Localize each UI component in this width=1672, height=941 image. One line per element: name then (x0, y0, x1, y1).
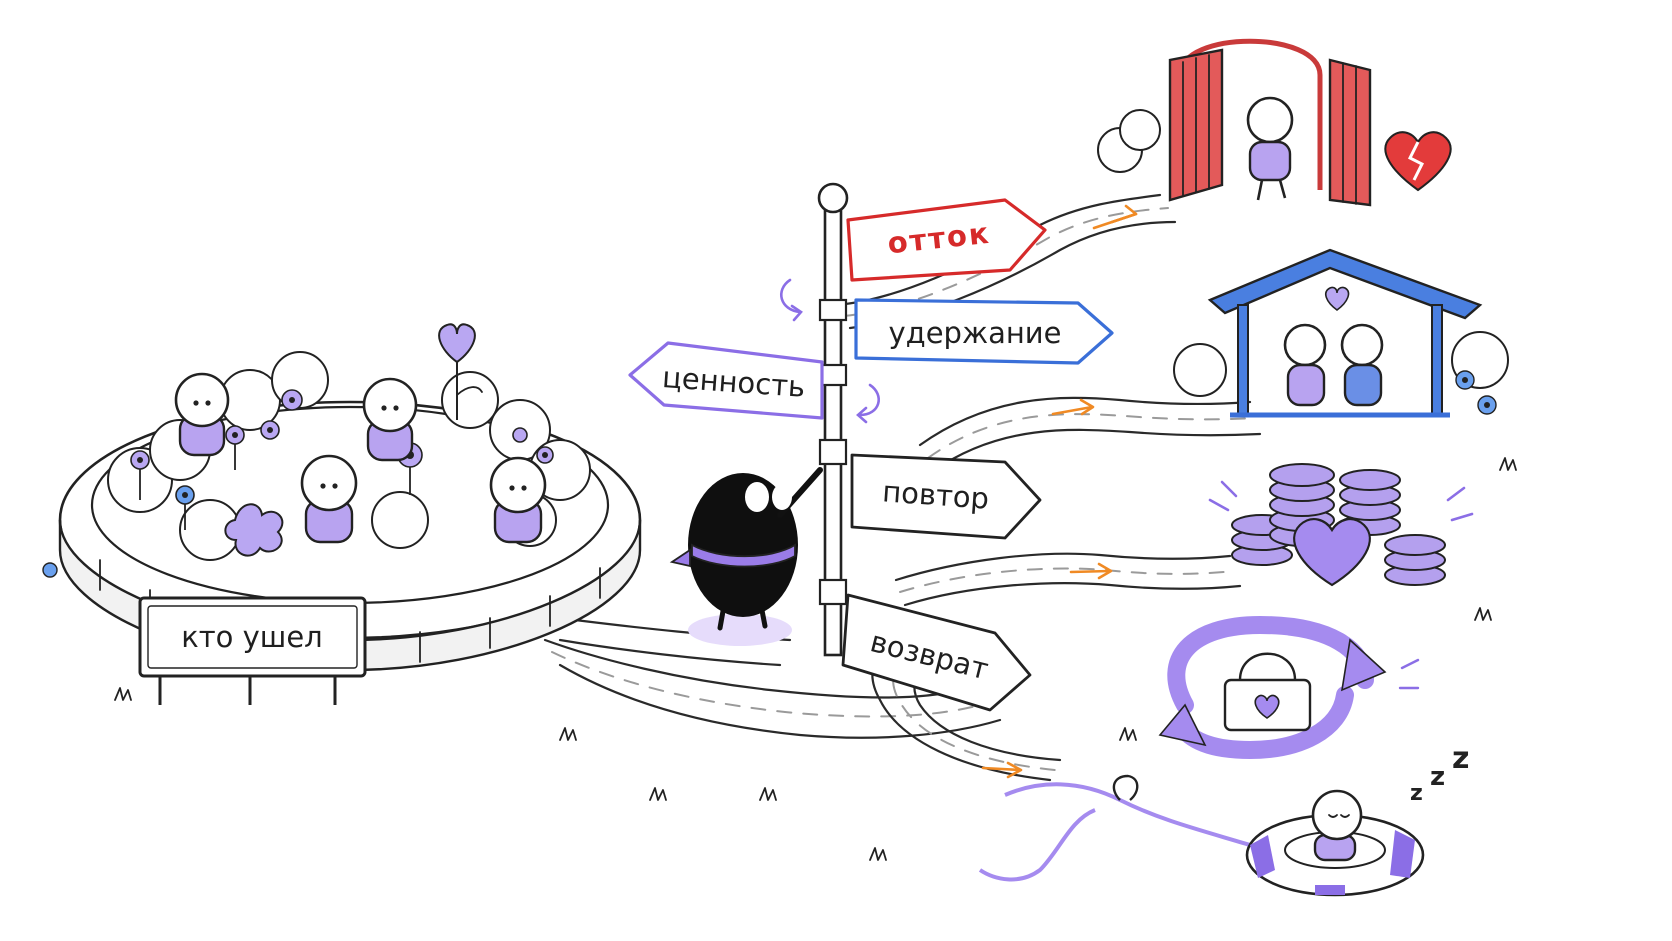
grass-tufts (114, 457, 1517, 861)
sign-return: возврат (841, 593, 1032, 712)
sign-retention: удержание (854, 298, 1114, 365)
garden-person (362, 377, 418, 462)
svg-text:z: z (1410, 781, 1423, 806)
path-arrow-retention (1079, 398, 1095, 416)
shelter-house-icon (1173, 248, 1509, 418)
garden-flowers (42, 323, 554, 578)
sign-value: ценность (628, 341, 824, 420)
sign-repeat: повтор (850, 453, 1042, 540)
guide-character (669, 467, 823, 646)
garden-plaque: кто ушел (138, 596, 367, 705)
svg-text:z: z (1430, 762, 1445, 792)
garden-person (489, 456, 547, 544)
broken-heart-icon (1384, 131, 1452, 192)
journey-paths (543, 193, 1262, 782)
path-arrow-repeat (1097, 562, 1113, 580)
open-gate-icon (1097, 38, 1372, 207)
signpost: отток удержание ценность повтор возврат (628, 182, 1114, 712)
sign-repeat-label: повтор (881, 474, 990, 515)
coin-stacks-heart-icon (1208, 463, 1474, 587)
sign-retention-label: удержание (888, 316, 1061, 350)
garden-bed: кто ушел (42, 323, 1517, 861)
basket-cycle-icon (1158, 615, 1420, 760)
plaque-label: кто ушел (181, 620, 322, 654)
path-arrow-return (1006, 761, 1023, 779)
garden-person (300, 454, 358, 544)
svg-text:z: z (1452, 741, 1469, 776)
garden-person (174, 372, 230, 457)
garden-heart-flower (438, 323, 483, 420)
sleeping-lifebuoy-icon: z z z (978, 741, 1469, 897)
sign-churn: отток (846, 198, 1047, 282)
